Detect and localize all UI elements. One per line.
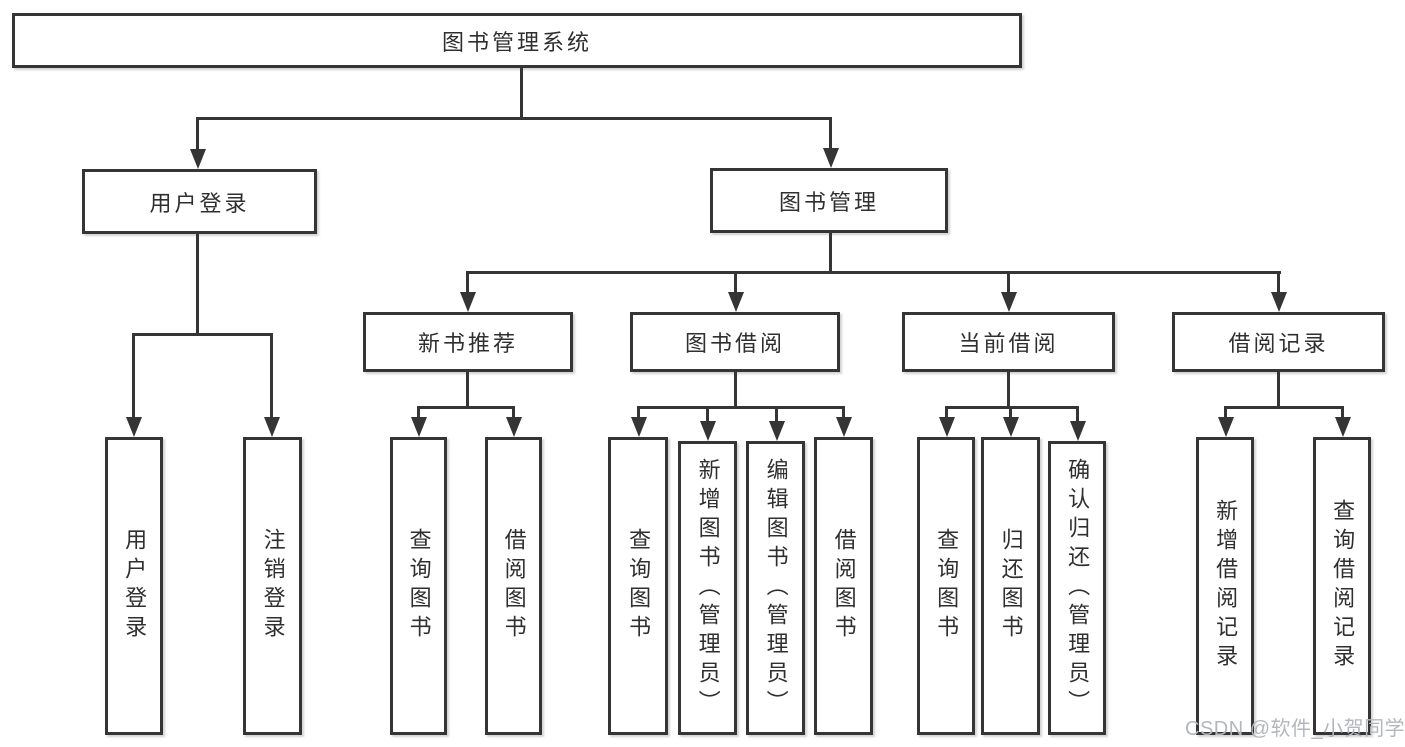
watermark: CSDN @软件_小贺同学	[1185, 718, 1405, 740]
node-current-borrowing: 当前借阅	[902, 312, 1115, 372]
connector-group-rail	[637, 406, 845, 409]
leaf-borrow-books-borrowing: 借阅图书	[814, 437, 873, 735]
connector-group-trunk	[734, 372, 737, 409]
arrow-down-icon	[1335, 417, 1351, 437]
arrow-down-icon	[836, 417, 852, 437]
leaf-edit-books-admin: 编辑图书（管理员）	[746, 441, 805, 735]
node-book-management: 图书管理	[710, 168, 948, 233]
leaf-add-borrow-record: 新增借阅记录	[1196, 437, 1254, 735]
connector-drop-leaf	[1076, 406, 1079, 423]
connector-drop-book-mgmt	[829, 117, 832, 150]
leaf-return-books: 归还图书	[981, 437, 1040, 735]
connector-drop-leaf	[270, 333, 273, 419]
connector-drop-leaf	[417, 406, 420, 419]
node-book-borrowing: 图书借阅	[630, 312, 840, 372]
arrow-down-icon	[1003, 417, 1019, 437]
connector-drop-leaf	[1341, 406, 1344, 419]
leaf-borrow-books-recommend-label: 借阅图书	[501, 528, 527, 644]
leaf-logout: 注销登录	[243, 437, 302, 735]
connector-drop-leaf	[512, 406, 515, 419]
leaf-query-borrow-record: 查询借阅记录	[1313, 437, 1371, 735]
connector-drop-user-login	[196, 117, 199, 151]
arrow-down-icon	[460, 292, 476, 312]
leaf-borrow-books-borrowing-label: 借阅图书	[831, 528, 857, 644]
connector-group-rail	[945, 406, 1079, 409]
connector-user-rail	[132, 333, 273, 336]
leaf-query-books-current-label: 查询图书	[934, 528, 960, 644]
arrow-down-icon	[1001, 292, 1017, 312]
connector-drop-leaf	[1224, 406, 1227, 419]
node-book-management-label: 图书管理	[778, 189, 879, 215]
leaf-query-books-recommend: 查询图书	[390, 437, 447, 735]
arrow-down-icon	[126, 417, 142, 437]
node-book-borrowing-label: 图书借阅	[684, 331, 785, 356]
node-user-login: 用户登录	[82, 169, 317, 234]
node-root-label: 图书管理系统	[441, 29, 592, 55]
leaf-query-books-borrowing: 查询图书	[608, 437, 668, 735]
connector-drop-group	[1007, 271, 1010, 294]
connector-drop-leaf	[706, 406, 709, 423]
connector-group-trunk	[1007, 372, 1010, 409]
connector-mgmt-trunk	[829, 233, 832, 274]
connector-drop-leaf	[637, 406, 640, 419]
leaf-add-borrow-record-label: 新增借阅记录	[1213, 499, 1239, 673]
connector-drop-leaf	[1009, 406, 1012, 419]
arrow-down-icon	[1271, 292, 1287, 312]
connector-drop-leaf	[132, 333, 135, 419]
connector-user-trunk	[196, 234, 199, 336]
connector-drop-leaf	[775, 406, 778, 423]
leaf-query-books-borrowing-label: 查询图书	[626, 528, 652, 644]
leaf-query-books-current: 查询图书	[917, 437, 975, 735]
arrow-down-icon	[631, 417, 647, 437]
leaf-user-login-label: 用户登录	[122, 528, 148, 644]
arrow-down-icon	[823, 148, 839, 168]
leaf-borrow-books-recommend: 借阅图书	[485, 437, 542, 735]
connector-group-trunk	[466, 372, 469, 409]
leaf-confirm-return-admin: 确认归还（管理员）	[1048, 441, 1106, 735]
arrow-down-icon	[1070, 421, 1086, 441]
connector-drop-leaf	[842, 406, 845, 419]
connector-level2-rail	[196, 117, 832, 120]
connector-level3-rail	[466, 271, 1281, 274]
arrow-down-icon	[939, 417, 955, 437]
leaf-user-login: 用户登录	[105, 437, 163, 735]
connector-root-trunk	[520, 66, 523, 119]
leaf-return-books-label: 归还图书	[998, 528, 1024, 644]
node-root: 图书管理系统	[12, 13, 1022, 68]
leaf-confirm-return-admin-label: 确认归还（管理员）	[1065, 457, 1091, 719]
leaf-edit-books-admin-label: 编辑图书（管理员）	[763, 457, 789, 719]
arrow-down-icon	[728, 292, 744, 312]
connector-group-rail	[1224, 406, 1343, 409]
arrow-down-icon	[411, 417, 427, 437]
connector-drop-group	[734, 271, 737, 294]
node-borrowing-records-label: 借阅记录	[1228, 331, 1329, 356]
arrow-down-icon	[700, 421, 716, 441]
arrow-down-icon	[1218, 417, 1234, 437]
arrow-down-icon	[769, 421, 785, 441]
leaf-add-books-admin-label: 新增图书（管理员）	[695, 457, 721, 719]
arrow-down-icon	[506, 417, 522, 437]
leaf-add-books-admin: 新增图书（管理员）	[678, 441, 737, 735]
arrow-down-icon	[264, 417, 280, 437]
node-new-book-recommendation: 新书推荐	[363, 312, 573, 372]
connector-group-trunk	[1277, 372, 1280, 409]
connector-drop-leaf	[945, 406, 948, 419]
connector-group-rail	[417, 406, 515, 409]
node-new-book-recommendation-label: 新书推荐	[417, 331, 518, 356]
leaf-query-books-recommend-label: 查询图书	[406, 528, 432, 644]
leaf-logout-label: 注销登录	[260, 528, 286, 644]
connector-drop-group	[466, 271, 469, 294]
arrow-down-icon	[190, 149, 206, 169]
connector-drop-group	[1277, 271, 1280, 294]
node-current-borrowing-label: 当前借阅	[958, 331, 1059, 356]
leaf-query-borrow-record-label: 查询借阅记录	[1330, 499, 1356, 673]
node-user-login-label: 用户登录	[149, 190, 250, 216]
node-borrowing-records: 借阅记录	[1172, 312, 1385, 372]
